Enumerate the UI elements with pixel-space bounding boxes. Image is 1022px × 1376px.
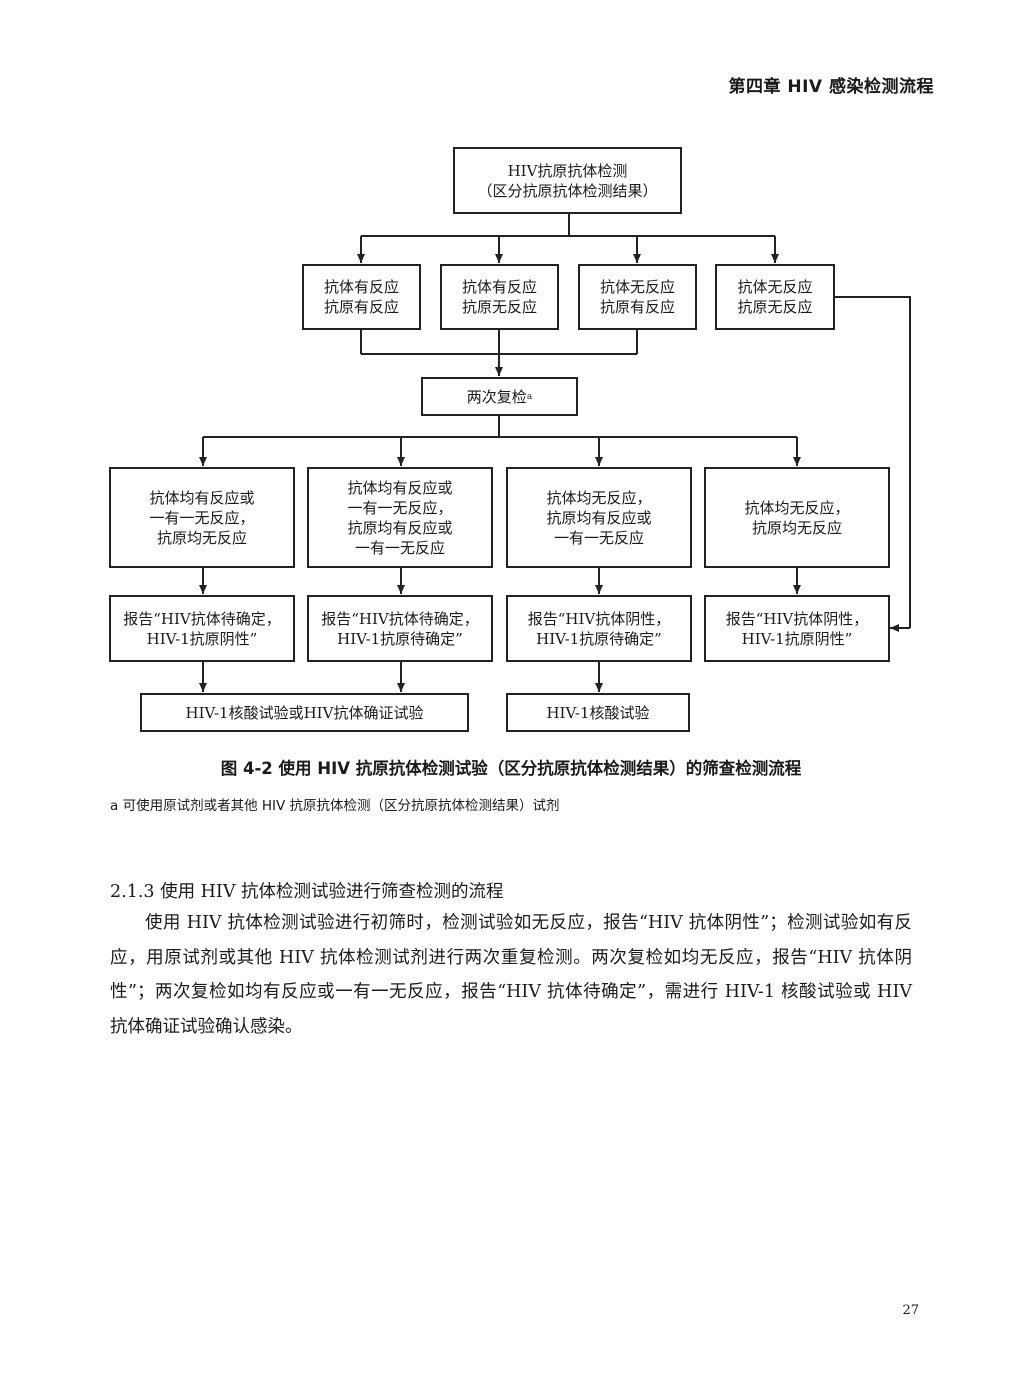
figure-footnote: a 可使用原试剂或者其他 HIV 抗原抗体检测（区分抗原抗体检测结果）试剂 bbox=[110, 798, 560, 814]
confirm-test-nucleic: HIV-1核酸试验 bbox=[506, 693, 690, 732]
report-1: 报告“HIV抗体待确定， HIV-1抗原阴性” bbox=[109, 595, 295, 662]
report-3: 报告“HIV抗体阴性， HIV-1抗原待确定” bbox=[506, 595, 692, 662]
figure-caption: 图 4-2 使用 HIV 抗原抗体检测试验（区分抗原抗体检测结果）的筛查检测流程 bbox=[220, 759, 802, 778]
report-4: 报告“HIV抗体阴性， HIV-1抗原阴性” bbox=[704, 595, 890, 662]
result-ab-nonreactive-ag-nonreactive: 抗体无反应 抗原无反应 bbox=[715, 264, 835, 330]
result-ab-nonreactive-ag-reactive: 抗体无反应 抗原有反应 bbox=[578, 264, 697, 330]
retest-label: 两次复检 bbox=[466, 387, 527, 406]
section-paragraph: 使用 HIV 抗体检测试验进行初筛时，检测试验如无反应，报告“HIV 抗体阴性”… bbox=[110, 913, 912, 1037]
antigen-antibody-test-box: HIV抗原抗体检测 （区分抗原抗体检测结果） bbox=[453, 147, 682, 214]
section-heading: 2.1.3 使用 HIV 抗体检测试验进行筛查检测的流程 bbox=[110, 882, 504, 902]
chapter-header: 第四章 HIV 感染检测流程 bbox=[728, 77, 934, 97]
retest-result-4: 抗体均无反应， 抗原均无反应 bbox=[704, 467, 890, 568]
section-body: 使用 HIV 抗体检测试验进行初筛时，检测试验如无反应，报告“HIV 抗体阴性”… bbox=[110, 906, 912, 1044]
flowchart-connectors bbox=[199, 214, 911, 692]
retest-result-3: 抗体均无反应， 抗原均有反应或 一有一无反应 bbox=[506, 467, 692, 568]
result-ab-reactive-ag-nonreactive: 抗体有反应 抗原无反应 bbox=[440, 264, 559, 330]
retest-result-1: 抗体均有反应或 一有一无反应， 抗原均无反应 bbox=[109, 467, 295, 568]
confirm-test-nucleic-or-antibody: HIV-1核酸试验或HIV抗体确证试验 bbox=[140, 693, 469, 732]
retest-result-2: 抗体均有反应或 一有一无反应， 抗原均有反应或 一有一无反应 bbox=[307, 467, 493, 568]
result-ab-reactive-ag-reactive: 抗体有反应 抗原有反应 bbox=[302, 264, 421, 330]
report-2: 报告“HIV抗体待确定， HIV-1抗原待确定” bbox=[307, 595, 493, 662]
page-number: 27 bbox=[902, 1303, 919, 1318]
